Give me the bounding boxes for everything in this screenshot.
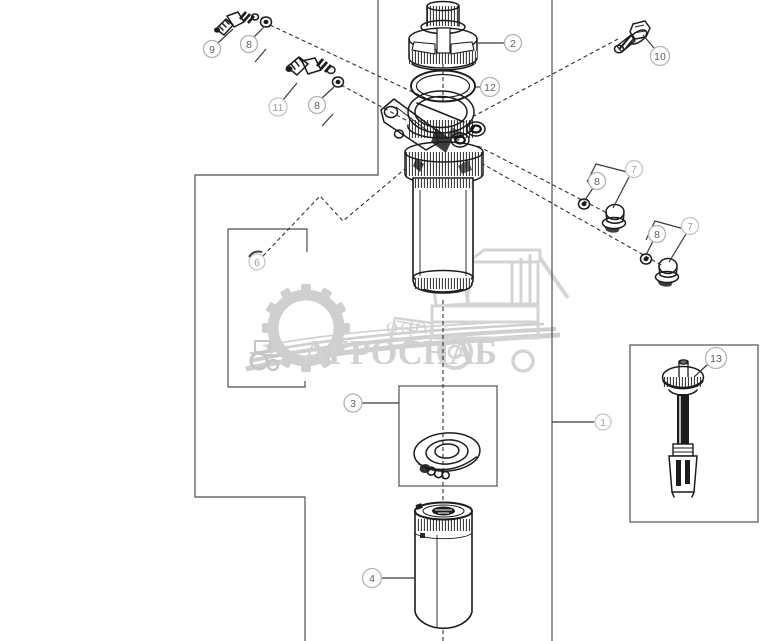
svg-text:8: 8 bbox=[246, 39, 252, 51]
item3-box bbox=[398, 385, 498, 487]
watermark-company-name: АГРОСНАБ bbox=[303, 333, 497, 372]
callout-6[interactable]: 6 bbox=[248, 250, 266, 271]
callout-3[interactable]: 3 bbox=[343, 393, 363, 413]
callout-7b[interactable]: 7 bbox=[680, 216, 700, 236]
part-wif-sensor-drawing bbox=[661, 359, 705, 498]
part-vent-cap-drawing bbox=[408, 0, 478, 71]
svg-text:8: 8 bbox=[654, 229, 660, 241]
svg-text:1: 1 bbox=[600, 417, 606, 429]
watermark-org-form: ООО bbox=[386, 320, 430, 337]
svg-text:8: 8 bbox=[314, 100, 320, 112]
callout-8d[interactable]: 8 bbox=[647, 224, 667, 244]
part-nut-8a-drawing bbox=[259, 16, 273, 28]
callout-leader-lines bbox=[217, 25, 708, 579]
callout-11[interactable]: 11 bbox=[268, 97, 288, 117]
part-nut-8c-drawing bbox=[577, 198, 591, 210]
item6-box bbox=[227, 228, 308, 388]
part-plug-7b-drawing bbox=[654, 257, 680, 287]
item6-zigzag-leader bbox=[262, 162, 413, 257]
callout-1[interactable]: 1 bbox=[594, 413, 612, 431]
svg-text:7: 7 bbox=[631, 164, 637, 176]
callout-8a[interactable]: 8 bbox=[239, 34, 259, 54]
callout-7a[interactable]: 7 bbox=[624, 159, 644, 179]
part-filter-bowl-drawing bbox=[412, 177, 474, 294]
tractor-icon bbox=[249, 340, 280, 372]
part-nut-8b-drawing bbox=[331, 76, 345, 88]
assembly-boundary-left bbox=[194, 0, 379, 641]
part-filter-element-drawing bbox=[414, 501, 473, 630]
svg-text:8: 8 bbox=[594, 176, 600, 188]
svg-text:2: 2 bbox=[510, 38, 516, 50]
watermark: ООО АГРОСНАБ bbox=[245, 248, 570, 373]
part-bolt-10-drawing bbox=[613, 20, 651, 54]
svg-text:12: 12 bbox=[484, 82, 496, 94]
svg-text:4: 4 bbox=[369, 573, 375, 585]
callout-10[interactable]: 10 bbox=[649, 45, 671, 67]
callout-8c[interactable]: 8 bbox=[587, 171, 607, 191]
callout-4[interactable]: 4 bbox=[361, 567, 383, 589]
part-o-ring-drawing bbox=[410, 69, 476, 103]
svg-text:6: 6 bbox=[254, 257, 260, 269]
callout-12[interactable]: 12 bbox=[479, 76, 501, 98]
part-filter-head-drawing bbox=[380, 90, 486, 185]
callout-2[interactable]: 2 bbox=[503, 33, 523, 53]
part-plug-7a-drawing bbox=[601, 203, 627, 233]
svg-text:7: 7 bbox=[687, 221, 693, 233]
svg-text:13: 13 bbox=[710, 353, 722, 365]
combine-harvester-icon bbox=[389, 248, 570, 373]
part-elbow-fitting-11-drawing bbox=[285, 56, 336, 76]
item13-box bbox=[629, 344, 759, 523]
svg-text:9: 9 bbox=[209, 44, 215, 56]
group-boundary-lines bbox=[194, 0, 759, 641]
svg-text:10: 10 bbox=[654, 51, 666, 63]
part-check-valve-drawing bbox=[413, 432, 481, 480]
callout-8b[interactable]: 8 bbox=[307, 95, 327, 115]
svg-text:3: 3 bbox=[350, 398, 356, 410]
callout-13[interactable]: 13 bbox=[704, 346, 728, 370]
svg-text:11: 11 bbox=[273, 102, 284, 114]
part-elbow-fitting-9-drawing bbox=[214, 11, 260, 36]
callout-9[interactable]: 9 bbox=[202, 39, 222, 59]
